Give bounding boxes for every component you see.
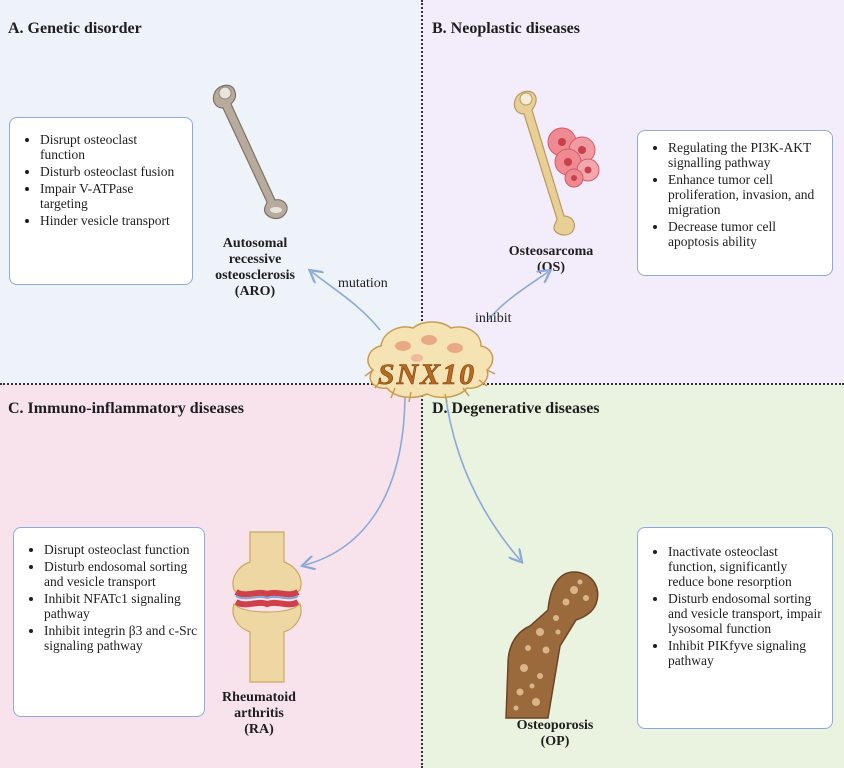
mechanism-item: Disrupt osteoclast function [40, 132, 184, 162]
mechanism-item: Regulating the PI3K-AKT signalling pathw… [668, 140, 826, 170]
arrow-to-aro [312, 272, 381, 331]
mechanism-item: Disturb endosomal sorting and vesicle tr… [44, 559, 198, 589]
knee-joint-icon [232, 531, 302, 683]
disease-label-aro: Autosomal recessive osteosclerosis (ARO) [215, 236, 295, 299]
mechanism-item: Enhance tumor cell proliferation, invasi… [668, 172, 826, 217]
arrow-to-os [487, 272, 548, 321]
quadrant-d-title: D. Degenerative diseases [432, 400, 600, 417]
mechanism-item: Inhibit PIKfyve signaling pathway [668, 638, 826, 668]
mechanism-item: Inhibit NFATc1 signaling pathway [44, 591, 198, 621]
mechanism-item: Disrupt osteoclast function [44, 542, 198, 557]
center-label-snx10: SNX10 [378, 358, 476, 391]
arrow-label-mutation: mutation [338, 276, 388, 291]
femoral-head-icon [505, 571, 599, 719]
tumor-cells-icon [547, 127, 600, 188]
arrow-label-inhibit: inhibit [475, 311, 512, 326]
mechanism-box-os: Regulating the PI3K-AKT signalling pathw… [637, 130, 833, 276]
mechanism-box-ra: Disrupt osteoclast function Disturb endo… [13, 527, 205, 717]
mechanism-item: Disturb endosomal sorting and vesicle tr… [668, 591, 826, 636]
mechanism-item: Impair V-ATPase targeting [40, 181, 184, 211]
arrow-to-op [444, 391, 520, 560]
disease-label-op: Osteoporosis (OP) [516, 718, 594, 749]
osteosarcoma-bone-icon [513, 90, 600, 236]
mechanism-item: Decrease tumor cell apoptosis ability [668, 219, 826, 249]
mechanism-box-op: Inactivate osteoclast function, signific… [637, 527, 833, 729]
mechanism-box-aro: Disrupt osteoclast function Disturb oste… [9, 117, 193, 285]
arrow-to-ra [305, 391, 406, 565]
femur-bone-icon [212, 84, 288, 220]
disease-label-ra: Rheumatoid arthritis (RA) [222, 690, 296, 737]
mechanism-item: Disturb osteoclast fusion [40, 164, 184, 179]
mechanism-item: Inhibit integrin β3 and c-Src signaling … [44, 623, 198, 653]
quadrant-c-title: C. Immuno-inflammatory diseases [8, 400, 244, 417]
quadrant-b-title: B. Neoplastic diseases [432, 20, 580, 37]
osteoclast-cell-icon: SNX10 [364, 321, 496, 403]
mechanism-item: Inactivate osteoclast function, signific… [668, 544, 826, 589]
quadrant-a-title: A. Genetic disorder [8, 20, 142, 37]
mechanism-item: Hinder vesicle transport [40, 213, 184, 228]
